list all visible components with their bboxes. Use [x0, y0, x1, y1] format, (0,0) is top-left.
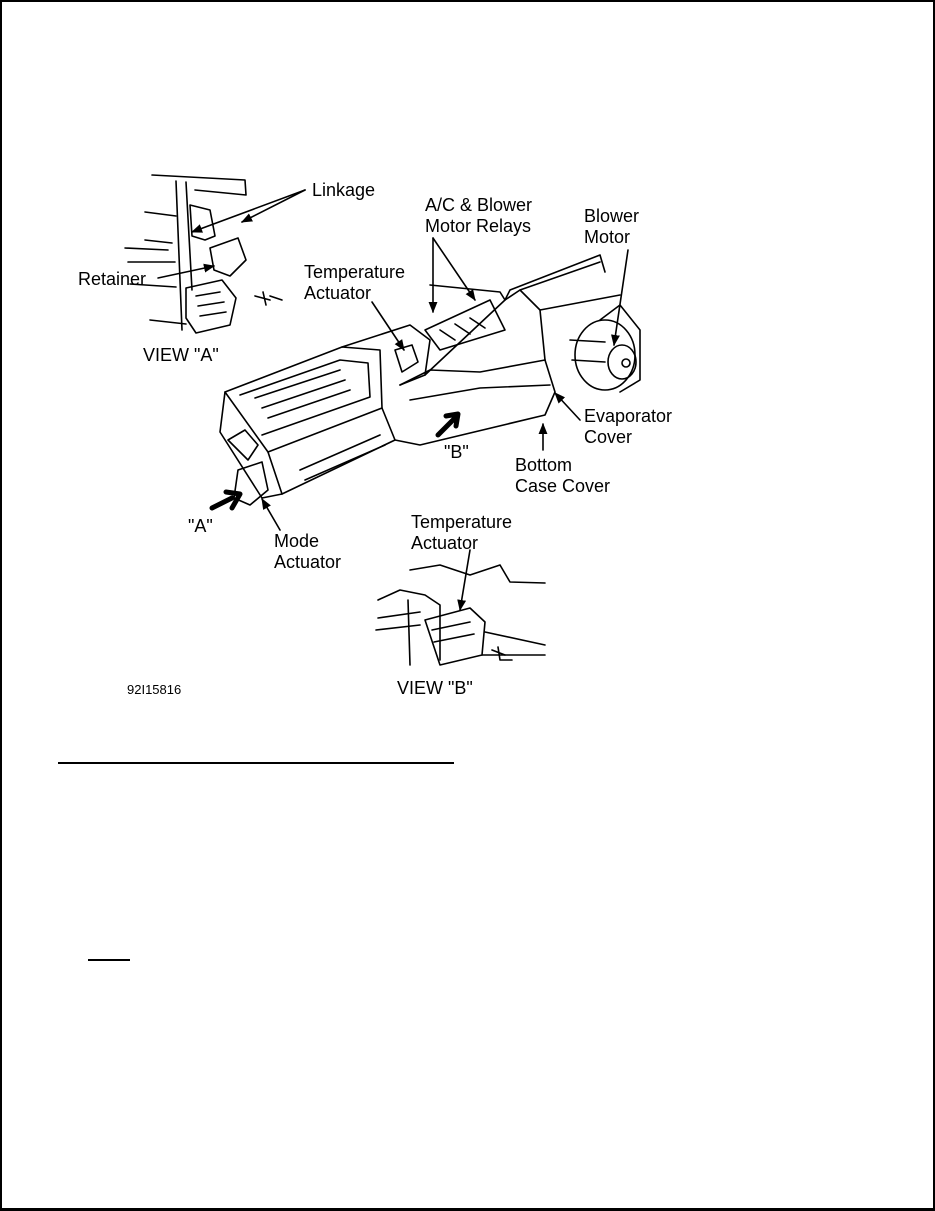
label-mode-actuator: Mode Actuator [274, 531, 342, 572]
label-evaporator-cover: Evaporator Cover [584, 406, 673, 447]
view-a-direction-arrow [209, 489, 243, 511]
label-view-b: VIEW "B" [397, 678, 473, 698]
label-bottom-case-cover: Bottom Case Cover [515, 455, 611, 496]
view-b-temp-actuator-leader [457, 549, 471, 612]
label-a-marker: "A" [188, 516, 213, 536]
view-b-inset [375, 564, 546, 666]
view-a-inset [124, 174, 283, 334]
retainer-leader [157, 263, 216, 279]
label-temperature-actuator-bottom: Temperature Actuator [411, 512, 513, 553]
label-temperature-actuator-top: Temperature Actuator [304, 262, 406, 303]
linkage-leader-2 [190, 189, 306, 233]
linkage-leader-1 [241, 189, 306, 223]
evaporator-cover-leader [554, 392, 581, 421]
label-b-marker: "B" [444, 442, 469, 462]
temp-actuator-leader [371, 301, 405, 351]
label-view-a: VIEW "A" [143, 345, 219, 365]
label-ac-blower-relays: A/C & Blower Motor Relays [425, 195, 533, 236]
relays-leader-2 [432, 237, 476, 301]
label-linkage: Linkage [312, 180, 376, 200]
main-case-assembly [219, 254, 641, 506]
figure-code: 92I15816 [127, 682, 182, 697]
section-rule [58, 762, 454, 764]
label-blower-motor: Blower Motor [584, 206, 640, 247]
mode-actuator-leader [261, 498, 281, 531]
view-b-direction-arrow [435, 411, 461, 438]
short-rule [88, 959, 130, 961]
label-retainer: Retainer [78, 269, 147, 289]
blower-motor-leader [611, 249, 629, 347]
